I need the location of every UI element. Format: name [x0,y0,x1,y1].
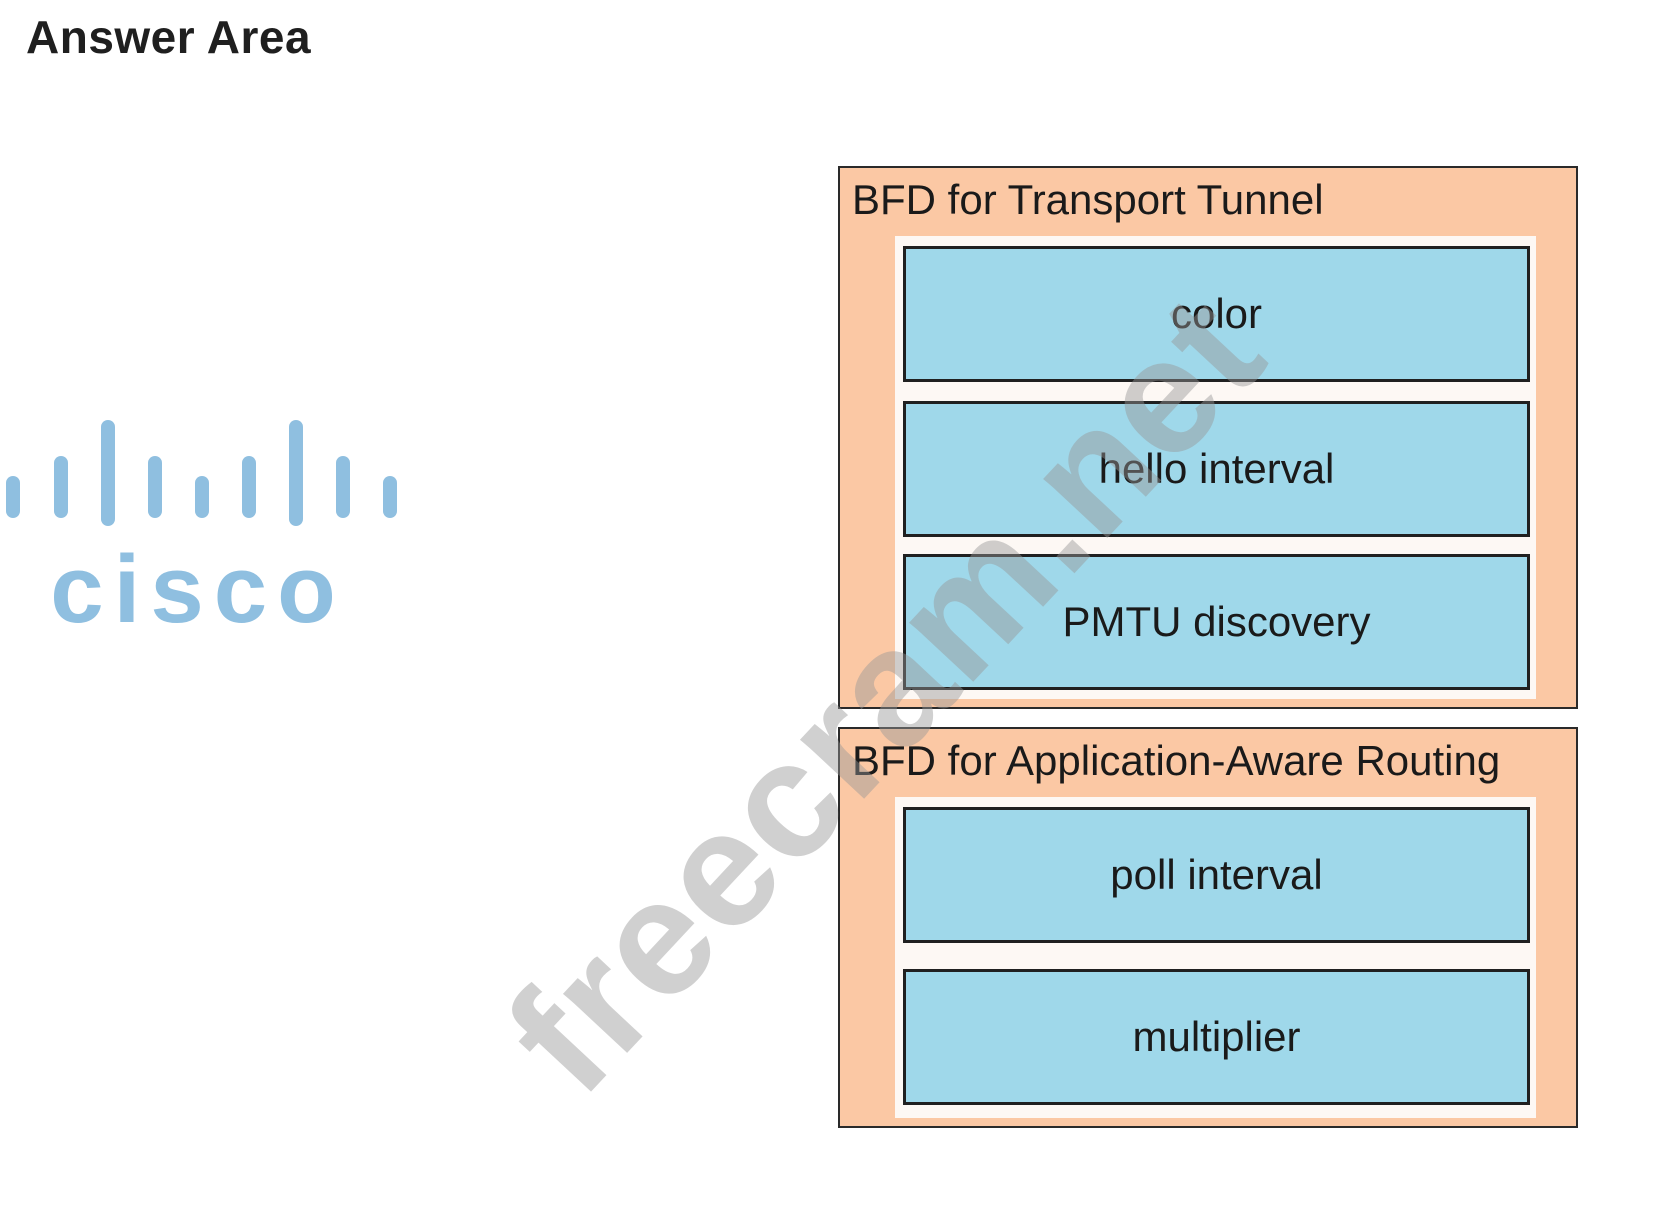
group-title: BFD for Application-Aware Routing [852,737,1501,784]
drop-zone[interactable]: poll interval multiplier [895,797,1536,1118]
answer-item-hello-interval[interactable]: hello interval [903,401,1530,537]
answer-item-multiplier[interactable]: multiplier [903,969,1530,1105]
drop-zone[interactable]: color hello interval PMTU discovery [895,236,1536,699]
answer-item-color[interactable]: color [903,246,1530,382]
cisco-logo-bars [6,420,397,526]
cisco-logo: cisco [6,420,397,640]
bfd-application-aware-routing-group[interactable]: BFD for Application-Aware Routing poll i… [838,727,1578,1128]
answer-item-poll-interval[interactable]: poll interval [903,807,1530,943]
group-title: BFD for Transport Tunnel [852,176,1324,223]
page-title: Answer Area [26,11,312,63]
answer-item-pmtu-discovery[interactable]: PMTU discovery [903,554,1530,690]
cisco-logo-wordmark: cisco [50,536,345,640]
bfd-transport-tunnel-group[interactable]: BFD for Transport Tunnel color hello int… [838,166,1578,709]
